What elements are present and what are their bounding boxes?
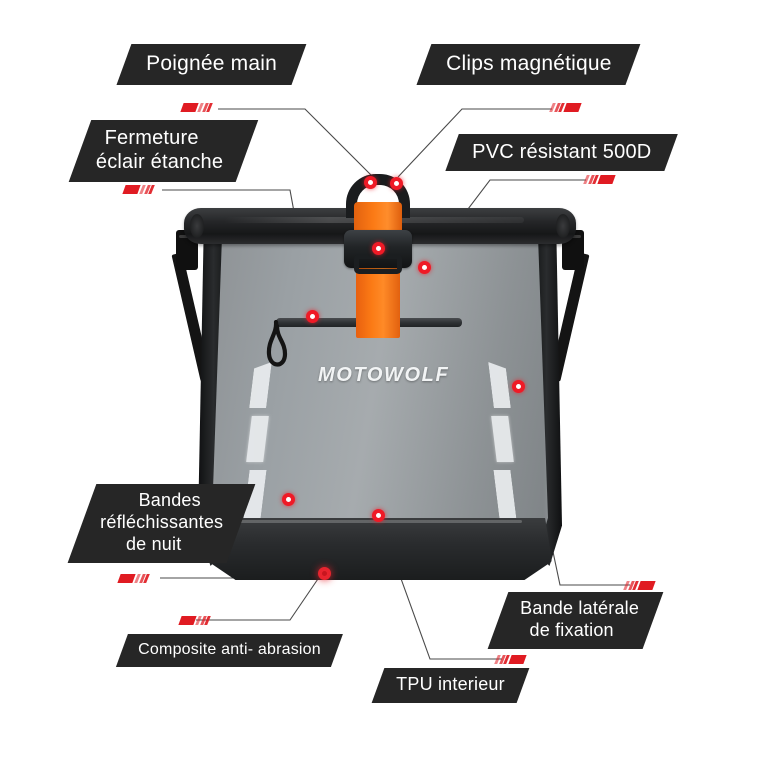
callout-label: PVC résistant 500D	[445, 134, 679, 172]
marker-block	[178, 615, 197, 625]
marker-block	[637, 580, 656, 590]
callout-text: Poignée main	[146, 52, 278, 75]
callout-label: Composite anti- abrasion	[116, 634, 343, 667]
callout-text-line-1: Fermeture	[104, 127, 199, 149]
callout-text: PVC résistant 500D	[472, 141, 652, 163]
callout-text: Clips magnétique	[446, 52, 612, 75]
brand-logo-motowolf: MOTOWOLF	[318, 364, 450, 386]
marker-point-handle	[364, 176, 377, 189]
marker-block	[180, 102, 199, 112]
callout-tpu-interieur[interactable]: TPU interieur	[371, 668, 530, 703]
marker-point-buckle	[372, 242, 385, 255]
callout-bande-laterale[interactable]: Bande latérale de fixation	[487, 592, 664, 649]
arrow-marker-fermeture-eclair	[122, 183, 155, 195]
marker-point-reflective	[282, 493, 295, 506]
callout-label: TPU interieur	[371, 668, 530, 703]
marker-block	[563, 102, 582, 112]
marker-chevrons	[623, 580, 639, 590]
arrow-marker-clips-magnetique	[549, 101, 582, 113]
callout-label: Fermeture éclair étanche	[68, 120, 259, 182]
arrow-marker-pvc-resistant	[583, 173, 616, 185]
callout-label: Bandes réfléchissantes de nuit	[67, 484, 256, 563]
marker-block	[597, 174, 616, 184]
callout-poignee-main[interactable]: Poignée main	[116, 44, 307, 85]
reflective-strip	[488, 362, 511, 408]
arrow-marker-bande-laterale	[623, 579, 656, 591]
callout-fermeture-eclair[interactable]: Fermeture éclair étanche	[68, 120, 259, 182]
callout-clips-magnetique[interactable]: Clips magnétique	[416, 44, 641, 85]
marker-chevrons	[134, 573, 150, 583]
arrow-marker-bandes-reflechissantes	[117, 572, 150, 584]
callout-text: TPU interieur	[396, 674, 505, 694]
callout-label: Clips magnétique	[416, 44, 641, 85]
marker-point-zipper	[306, 310, 319, 323]
callout-text-line-1: Bandes	[138, 490, 201, 510]
reflective-strip	[246, 416, 269, 462]
arrow-marker-poignee-main	[180, 101, 213, 113]
reflective-strip	[491, 416, 514, 462]
marker-point-tpu	[372, 509, 385, 522]
marker-chevrons	[139, 184, 155, 194]
marker-block	[508, 654, 527, 664]
callout-text-line-3: de nuit	[125, 533, 182, 554]
marker-chevrons	[494, 654, 510, 664]
callout-bandes-reflechissantes[interactable]: Bandes réfléchissantes de nuit	[67, 484, 256, 563]
arrow-marker-tpu-interieur	[494, 653, 527, 665]
callout-label: Bande latérale de fixation	[487, 592, 664, 649]
bag-base-panel	[208, 518, 552, 580]
buckle-slot	[354, 254, 402, 274]
marker-chevrons	[583, 174, 599, 184]
marker-chevrons	[197, 102, 213, 112]
callout-text: Composite anti- abrasion	[138, 641, 321, 658]
marker-point-clip	[390, 177, 403, 190]
marker-chevrons	[195, 615, 211, 625]
callout-text-line-2: réfléchissantes	[100, 511, 224, 532]
callout-label: Poignée main	[116, 44, 307, 85]
callout-pvc-resistant[interactable]: PVC résistant 500D	[445, 134, 679, 172]
marker-block	[122, 184, 141, 194]
callout-composite-abrasion[interactable]: Composite anti- abrasion	[116, 634, 343, 667]
carry-handle	[346, 174, 410, 218]
marker-point-side-strap	[512, 380, 525, 393]
marker-point-pvc	[418, 261, 431, 274]
marker-chevrons	[549, 102, 565, 112]
callout-text-line-1: Bande latérale	[520, 598, 640, 618]
marker-block	[117, 573, 136, 583]
callout-text-line-2: éclair étanche	[95, 151, 224, 174]
marker-point-abrasion	[318, 567, 331, 580]
callout-text-line-2: de fixation	[529, 619, 614, 640]
arrow-marker-composite-abrasion	[178, 614, 211, 626]
zipper-pull-loop	[266, 320, 288, 367]
